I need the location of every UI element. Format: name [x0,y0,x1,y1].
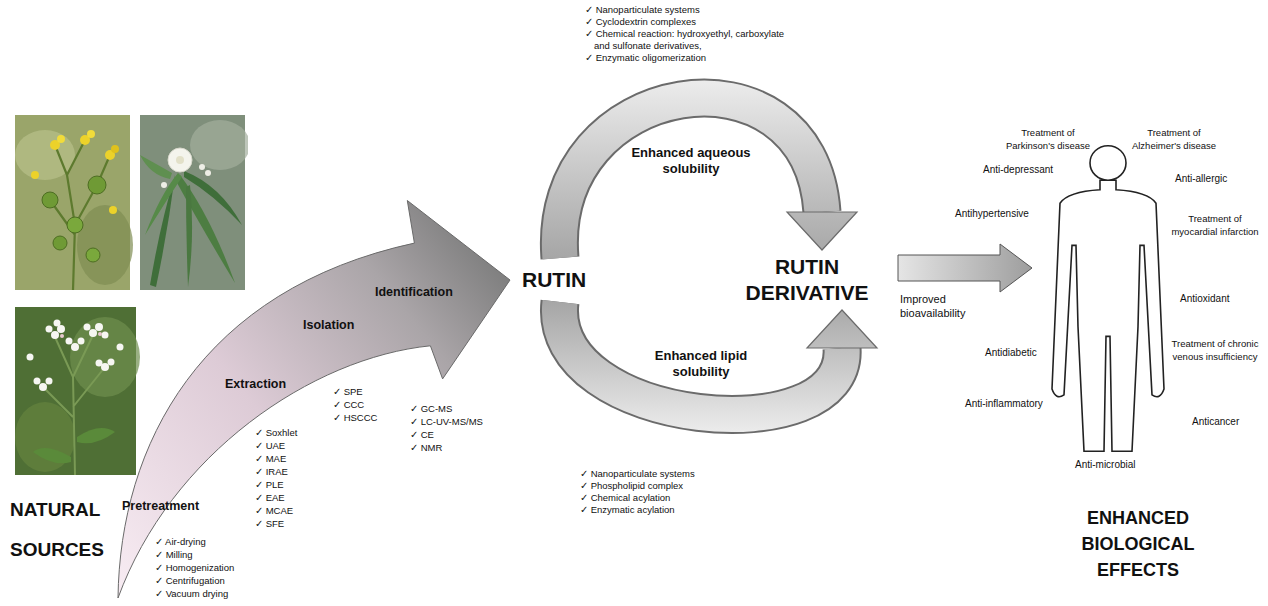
stage-label: Identification [375,285,453,299]
plant-photo [140,115,248,290]
arrow-band-outline [559,302,842,415]
flow-arrow [559,98,857,258]
list-item: ✓ SPE [333,386,363,398]
list-item: ✓ PLE [255,479,284,491]
stage-label: Extraction [225,377,286,391]
list-item: ✓ Homogenization [155,562,234,574]
head-outline [1090,146,1126,180]
arrow-band [559,302,842,415]
section-heading: NATURAL SOURCES [10,490,120,570]
stage-label: Isolation [303,318,354,332]
effect-label: Treatment of Alzheimer's disease [1124,126,1224,152]
body-outline [1052,180,1164,451]
list-item: ✓ Centrifugation [155,575,225,587]
plant-photo [15,115,133,290]
stage-label: Pretreatment [122,499,199,513]
compound-node: RUTIN DERIVATIVE [722,254,892,306]
arrow-band-outline [559,98,822,258]
list-item: ✓ MCAE [255,505,293,517]
list-item: ✓ Nanoparticulate systems [585,4,700,16]
human-figure: ENHANCED BIOLOGICAL EFFECTS [1038,140,1178,458]
list-item: ✓ MAE [255,453,286,465]
compound-name: RUTIN DERIVATIVE [722,254,892,306]
list-item: ✓ Phospholipid complex [580,480,683,492]
list-item: ✓ Air-drying [155,536,206,548]
effect-label: Antihypertensive [955,207,1029,220]
edge-label: Enhanced aqueous solubility [626,145,756,177]
list-item: ✓ SFE [255,518,284,530]
human-outline [1038,140,1178,458]
effect-label: Anticancer [1192,415,1239,428]
list-item: ✓ Soxhlet [255,427,297,439]
list-item: ✓ Chemical acylation [580,492,670,504]
effect-label: Anti-inflammatory [965,397,1043,410]
list-item: ✓ EAE [255,492,285,504]
list-item: ✓ LC-UV-MS/MS [410,416,483,428]
list-item: ✓ Milling [155,549,193,561]
compound-name: RUTIN [520,268,588,292]
list-item: ✓ Cyclodextrin complexes [585,16,696,28]
plant-photos [8,112,248,476]
effect-label: Treatment of myocardial infarction [1165,212,1265,238]
list-item: ✓ IRAE [255,466,288,478]
flow-arrow [898,244,1032,292]
list-item: ✓ HSCCC [333,412,377,424]
effect-label: Treatment of chronic venous insufficienc… [1165,337,1265,363]
block-arrow [898,244,1032,292]
arrow-head [787,212,857,250]
list-item: ✓ Chemical reaction: hydroxyethyl, carbo… [585,28,794,52]
flow-arrow [559,302,877,415]
list-item: ✓ Enzymatic oligomerization [585,52,706,64]
list-item: ✓ CE [410,429,434,441]
list-item: ✓ GC-MS [410,403,452,415]
list-item: ✓ Vacuum drying [155,588,228,600]
effect-label: Antidiabetic [985,346,1037,359]
list-item: ✓ Enzymatic acylation [580,504,675,516]
plant-photo [15,307,140,475]
list-item: ✓ NMR [410,442,442,454]
effect-label: Anti-depressant [983,163,1053,176]
source-panel: NATURAL SOURCES [8,112,248,600]
list-item: ✓ CCC [333,399,364,411]
edge-label: Enhanced lipid solubility [636,348,766,380]
effect-label: Antioxidant [1180,292,1229,305]
effect-label: Treatment of Parkinson's disease [998,126,1098,152]
arrow-band [559,98,822,258]
edge-label: Improved bioavailability [900,292,980,320]
compound-node: RUTIN [520,268,588,292]
list-item: ✓ UAE [255,440,285,452]
list-item: ✓ Nanoparticulate systems [580,468,695,480]
section-heading: ENHANCED BIOLOGICAL EFFECTS [1063,505,1213,583]
effect-label: Anti-allergic [1175,172,1227,185]
arrow-head [807,310,877,348]
effect-label: Anti-microbial [1075,458,1136,471]
